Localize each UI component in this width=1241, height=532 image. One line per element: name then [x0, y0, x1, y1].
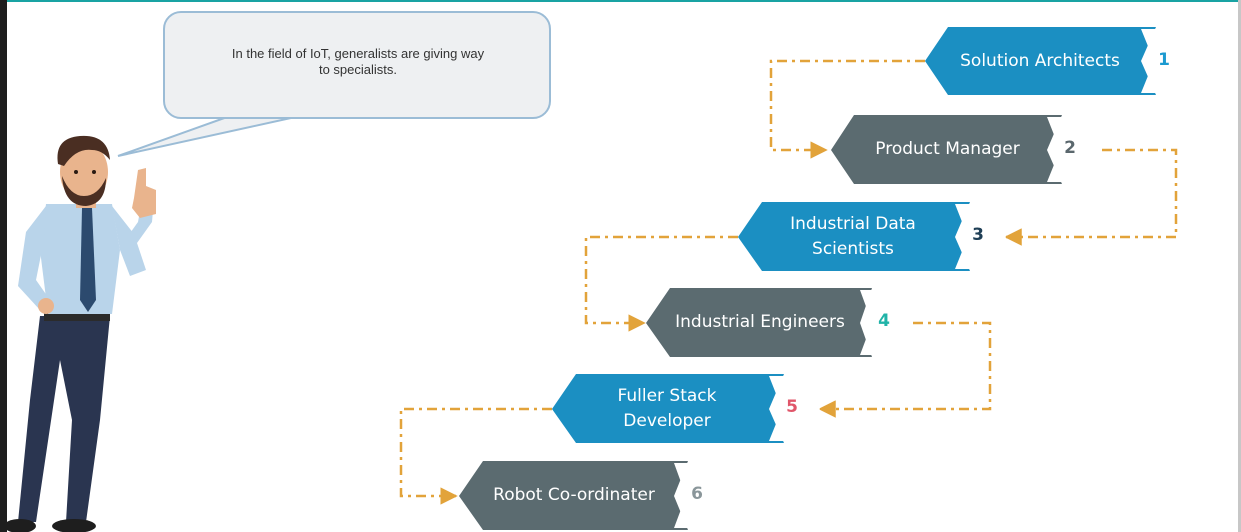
step-6-shape	[459, 461, 688, 530]
step-6-number: 6	[691, 484, 703, 504]
right-border	[1238, 0, 1241, 532]
step-6-label-line-1: Robot Co-ordinater	[493, 485, 655, 505]
step-2-label-line-1: Product Manager	[875, 139, 1020, 159]
connector-5-6	[399, 407, 552, 505]
step-1-label-line-1: Solution Architects	[960, 50, 1120, 71]
speech-bubble-line-1: In the field of IoT, generalists are giv…	[231, 46, 485, 61]
step-5-label-line-2: Developer	[623, 410, 711, 431]
step-1-shape	[925, 27, 1156, 95]
step-4-label-line-1: Industrial Engineers	[675, 312, 845, 332]
speech-bubble-text: In the field of IoT, generalists are giv…	[178, 46, 538, 78]
step-1-number: 1	[1158, 50, 1170, 70]
connector-3-4	[584, 235, 738, 332]
connector-2-3	[1004, 148, 1178, 246]
step-5-number: 5	[786, 397, 798, 417]
step-6-number-tab	[674, 463, 724, 528]
speech-bubble-line-2: to specialists.	[318, 62, 398, 77]
step-4-number: 4	[878, 311, 890, 331]
flow-connectors	[399, 59, 1178, 505]
businessman-illustration	[4, 135, 156, 532]
step-3-label-line-1: Industrial Data	[790, 213, 916, 234]
step-3-label: Industrial Data Scientists	[748, 202, 958, 271]
step-3	[738, 202, 1006, 271]
step-1	[925, 27, 1190, 95]
step-2-shape	[831, 115, 1062, 184]
connector-4-5	[818, 321, 992, 418]
step-3-label-line-2: Scientists	[812, 238, 894, 259]
step-5-label: Fuller Stack Developer	[562, 374, 772, 443]
step-2-number-tab	[1047, 117, 1099, 182]
step-2	[831, 115, 1099, 184]
left-border	[0, 0, 7, 532]
step-5	[552, 374, 820, 443]
step-3-number-tab	[955, 204, 1006, 269]
step-5-shape	[552, 374, 784, 443]
step-3-number: 3	[972, 225, 984, 245]
connector-1-2	[769, 59, 925, 159]
step-3-shape	[738, 202, 970, 271]
step-4	[646, 288, 910, 357]
step-6-label: Robot Co-ordinater	[469, 461, 679, 530]
speech-bubble	[163, 11, 551, 119]
speech-bubble-tail	[117, 115, 301, 157]
step-4-shape	[646, 288, 872, 357]
step-4-number-tab	[860, 290, 910, 355]
step-1-label: Solution Architects	[935, 27, 1145, 95]
step-6	[459, 461, 724, 530]
step-5-number-tab	[769, 376, 820, 441]
step-2-number: 2	[1064, 138, 1076, 158]
step-5-label-line-1: Fuller Stack	[617, 385, 717, 406]
top-border	[0, 0, 1241, 2]
step-1-number-tab	[1141, 29, 1190, 93]
step-4-label: Industrial Engineers	[656, 288, 864, 357]
step-2-label: Product Manager	[840, 115, 1055, 184]
